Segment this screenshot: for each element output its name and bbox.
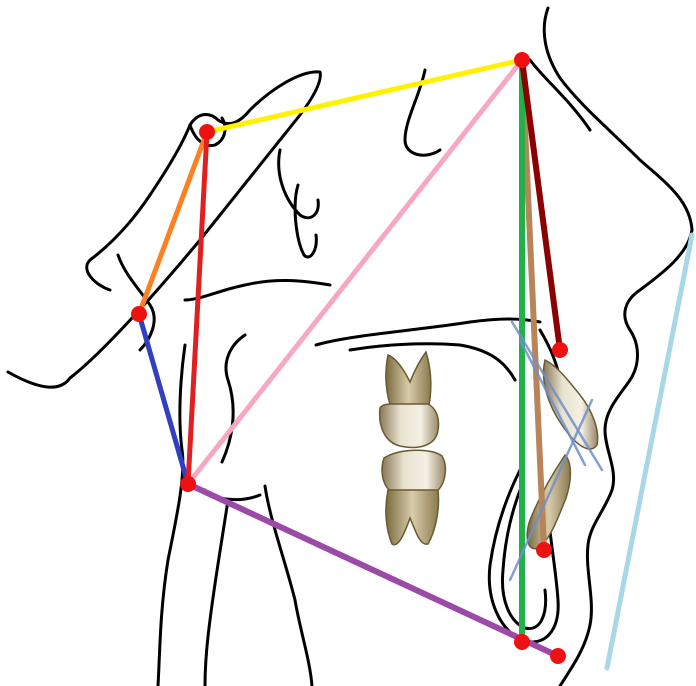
palate-outline [350,344,515,380]
mandibular-ramus [222,335,245,462]
skull-and-profile-outline [8,8,692,686]
landmark-gonion [180,476,196,492]
lower-molar-roots [386,490,439,545]
e-line-line [607,235,692,668]
palatal-plane [316,319,540,345]
landmark-porion [131,306,147,322]
landmark-menton [514,634,530,650]
pterygoid-outline [295,185,316,257]
landmark-nasion [514,52,530,68]
lower-molar-crown [382,450,445,492]
landmark-lower-incisor [536,542,552,558]
hyoid-outline [205,500,228,686]
lower-incisor [527,455,570,549]
landmark-upper-lip [552,342,568,358]
upper-molar-roots [386,352,431,410]
molar-tooth-icon [380,352,446,545]
condyle-outline [185,280,330,300]
posterior-cranial-outline [87,195,150,290]
soft-tissue-nose [625,230,692,380]
nasal-bone [530,60,590,130]
soft-tissue-forehead [544,8,692,230]
landmark-pogonion [550,648,566,664]
sella-gonion-line [188,132,207,484]
landmark-sella [199,124,215,140]
ramus-outline [118,255,154,350]
upper-molar-crown [380,404,439,447]
neck-line [265,486,312,686]
